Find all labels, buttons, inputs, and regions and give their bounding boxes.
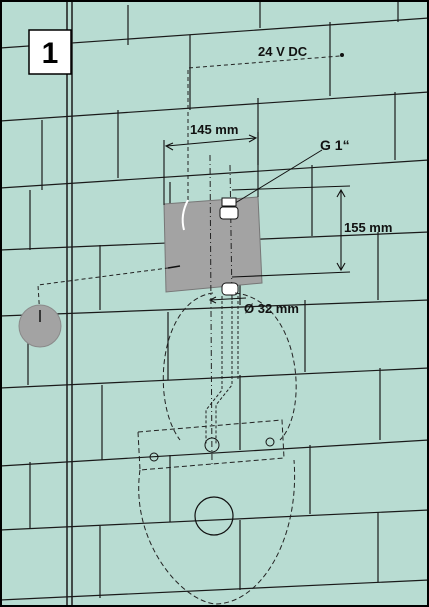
- concealed-hose: [205, 296, 239, 445]
- socket-box: [18, 304, 62, 348]
- drain-opening: [194, 496, 234, 536]
- width-label: 145 mm: [190, 122, 238, 137]
- width-dimension: [163, 132, 259, 205]
- step-badge: [28, 29, 72, 75]
- thread-leader: [231, 149, 323, 206]
- diameter-label: Ø 32 mm: [244, 301, 299, 316]
- cable-in-recess: [181, 199, 189, 231]
- flush-connection: [204, 437, 220, 453]
- fixing-point-left: [149, 452, 159, 462]
- diameter-dimension: [208, 296, 247, 304]
- recess-mark: [167, 265, 181, 269]
- voltage-label: 24 V DC: [258, 44, 308, 59]
- pipe-centerlines: [209, 154, 233, 466]
- socket-cable: [37, 267, 169, 319]
- height-label: 155 mm: [344, 220, 392, 235]
- wall-recess: [163, 196, 263, 293]
- power-cable-end-dot: [340, 53, 344, 57]
- outlet-fitting: [221, 282, 239, 296]
- step-number: 1: [42, 37, 59, 70]
- power-cable-route: [187, 55, 341, 200]
- fixing-point-right: [265, 437, 275, 447]
- toilet-outline: [137, 292, 297, 605]
- thread-label: G 1“: [320, 137, 350, 153]
- valve-top: [221, 197, 237, 207]
- valve-nut: [219, 206, 239, 220]
- height-dimension: [231, 185, 351, 278]
